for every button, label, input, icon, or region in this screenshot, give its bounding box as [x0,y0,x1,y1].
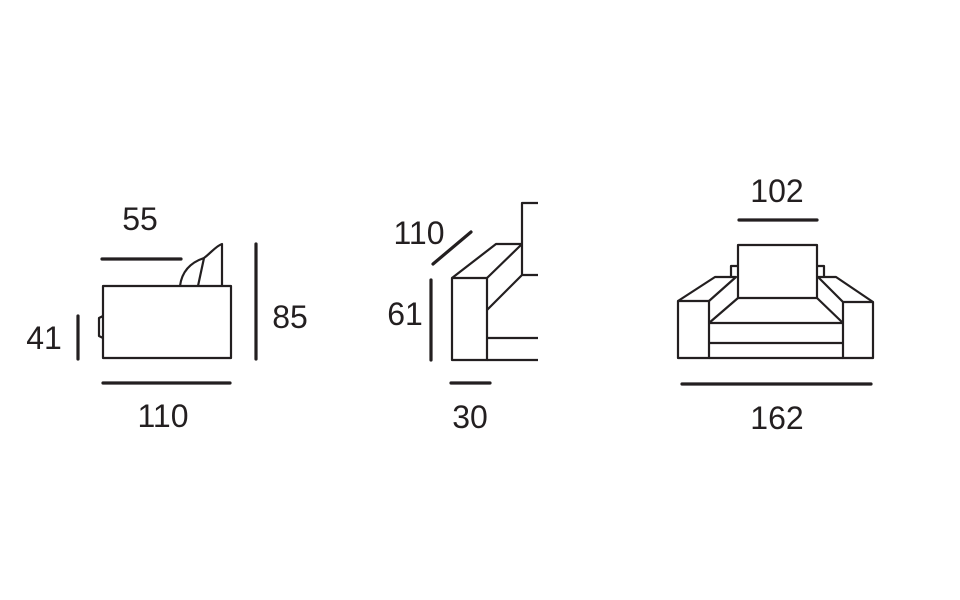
label-total-width: 162 [750,400,803,436]
backrest-tabs [729,264,826,277]
side-view: 55 41 85 110 [26,201,308,434]
dim-line-arm-length [431,230,473,266]
side-arm-bump [97,315,104,339]
right-arm-top [816,275,874,324]
front-view: 102 162 [676,173,875,436]
side-cushion [178,242,224,287]
arm-front [450,276,489,362]
seat-front [709,321,843,360]
label-total-height: 85 [272,299,308,335]
label-arm-height: 41 [26,320,62,356]
right-arm-front [841,300,875,360]
label-seat-depth: 55 [122,201,158,237]
left-arm-top [677,275,739,324]
label-seat-width: 102 [750,173,803,209]
label-arm-length: 110 [393,215,444,251]
arm-body [451,201,538,362]
side-body [101,284,233,360]
label-arm-width: 30 [452,399,488,435]
label-total-depth: 110 [137,398,188,434]
arm-view: 110 61 30 [387,201,538,435]
backrest [736,243,819,300]
label-arm-height-61: 61 [387,296,423,332]
left-arm-front [676,299,711,360]
